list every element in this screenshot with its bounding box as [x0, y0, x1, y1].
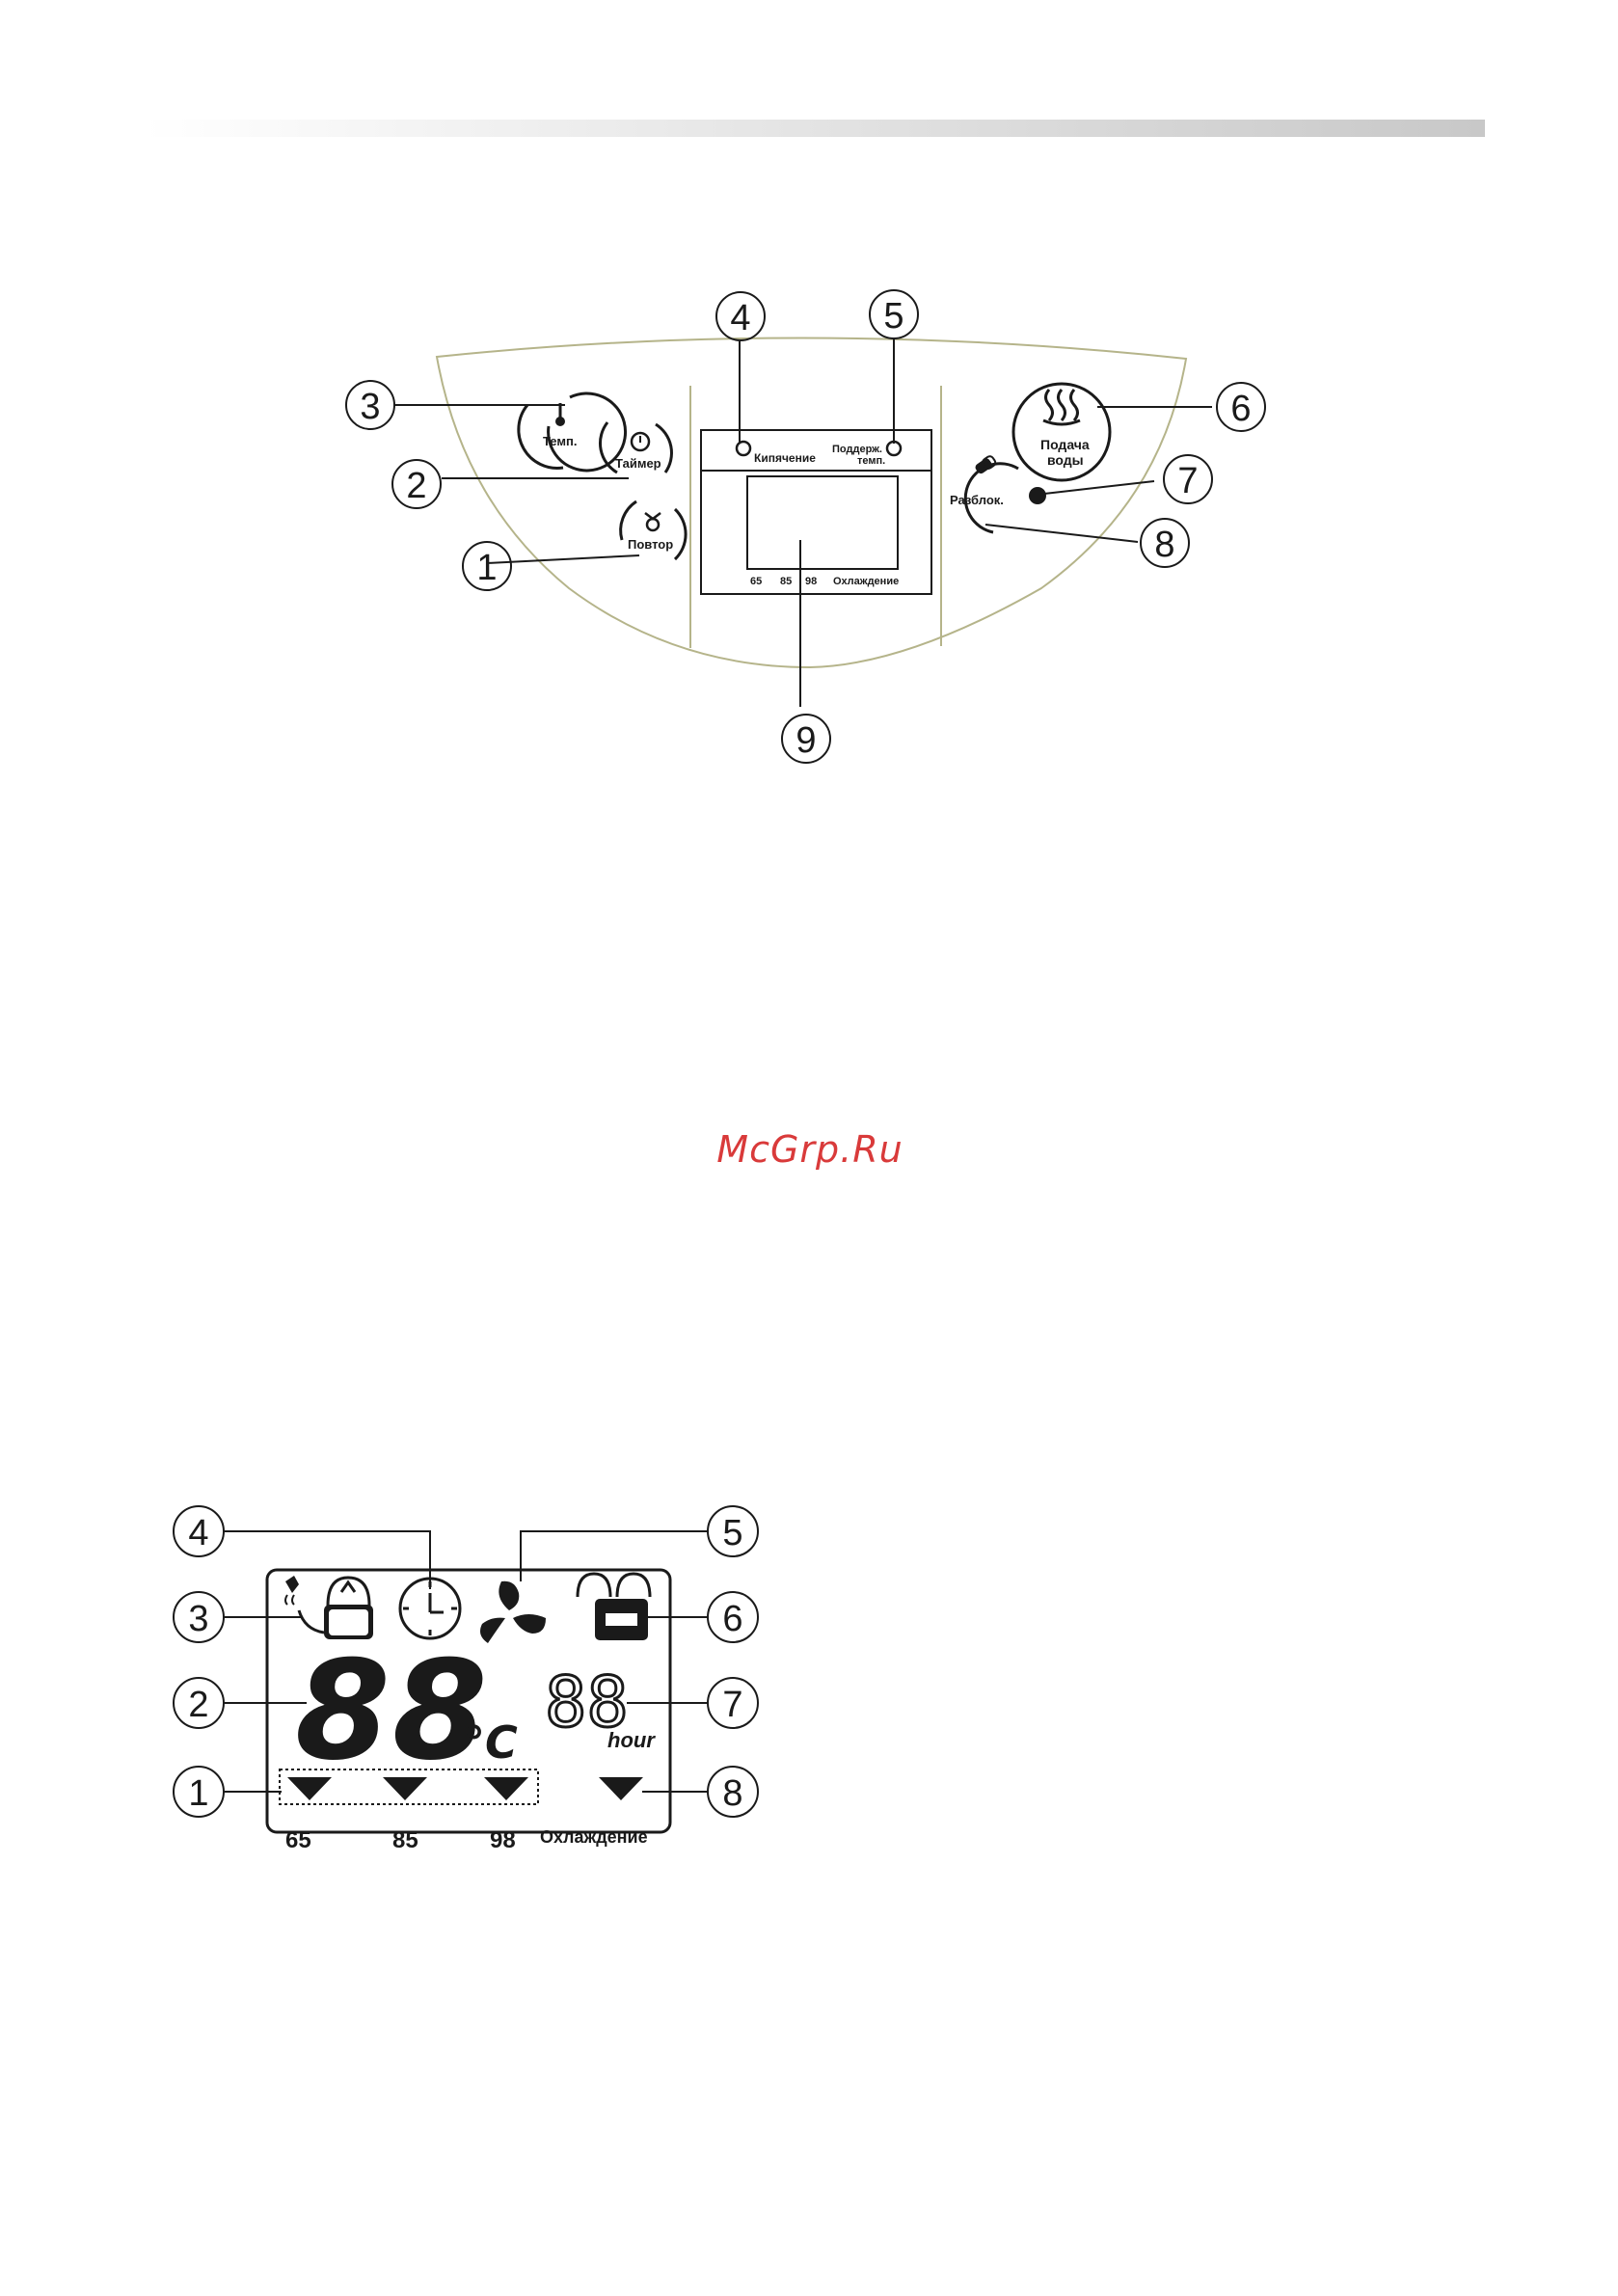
boil-indicator-icon [737, 442, 750, 455]
lcd-callout-3: 3 [188, 1599, 208, 1639]
keep-warm-indicator-icon [887, 442, 901, 455]
fan-icon [480, 1581, 546, 1643]
keep-warm-label-1: Поддерж. [832, 444, 882, 455]
temp-button-label: Темп. [543, 434, 577, 448]
panel-callout-4: 4 [730, 298, 750, 338]
lcd-temperature-digits: 88 [295, 1632, 490, 1791]
panel-callout-numbers: 1 2 3 4 5 6 7 8 9 [360, 296, 1251, 761]
control-panel: Кипячение Поддерж. темп. 65 85 98 Охлажд… [437, 338, 1186, 667]
keep-warm-label-2: темп. [857, 455, 885, 467]
panel-scale-cooling: Охлаждение [833, 576, 899, 587]
panel-lcd-window [747, 476, 898, 569]
lcd-callout-1: 1 [188, 1773, 208, 1814]
unlock-button-label: Разблок. [950, 493, 1004, 507]
water-dispense-label-2: воды [1047, 452, 1084, 468]
lcd-hour-unit: hour [607, 1728, 656, 1752]
marker-cooling-icon [599, 1777, 643, 1800]
timer-icon [632, 433, 649, 450]
panel-callout-7: 7 [1177, 461, 1198, 501]
lcd-callout-8: 8 [722, 1773, 742, 1814]
lcd-callout-2: 2 [188, 1685, 208, 1725]
lcd-temperature-unit: °C [463, 1716, 518, 1769]
panel-callout-5: 5 [883, 296, 903, 337]
panel-outline [437, 338, 1186, 667]
repeat-icon [645, 513, 661, 530]
kettle-icon [285, 1576, 373, 1639]
lcd-scale-98: 98 [490, 1827, 516, 1853]
steam-icon [1043, 390, 1080, 424]
lcd-scale-cooling: Охлаждение [540, 1827, 648, 1847]
timer-button-label: Таймер [615, 456, 661, 471]
panel-scale-85: 85 [780, 576, 792, 587]
boil-label: Кипячение [754, 451, 816, 465]
unlock-indicator-icon [1029, 487, 1046, 504]
thermometer-icon [555, 403, 565, 426]
water-dispense-button[interactable]: Подача воды [1013, 384, 1110, 480]
repeat-button-label: Повтор [628, 537, 673, 552]
panel-callout-2: 2 [406, 466, 426, 506]
watermark-text: McGrp.Ru [716, 1128, 903, 1171]
lcd-callout-4: 4 [188, 1513, 208, 1553]
panel-callouts [346, 290, 1265, 763]
lcd-scale-65: 65 [285, 1827, 311, 1853]
panel-scale-65: 65 [750, 576, 762, 587]
timer-button[interactable]: Таймер [600, 422, 671, 473]
panel-callout-3: 3 [360, 387, 380, 427]
lcd-callout-6: 6 [722, 1599, 742, 1639]
panel-callout-6: 6 [1230, 389, 1251, 429]
panel-callout-9: 9 [796, 720, 816, 761]
marker-98-icon [484, 1777, 528, 1800]
unlock-button[interactable]: Разблок. [950, 455, 1018, 532]
repeat-button[interactable]: Повтор [621, 501, 686, 559]
panel-callout-8: 8 [1154, 525, 1174, 565]
panel-callout-1: 1 [476, 548, 497, 588]
lcd-scale-85: 85 [392, 1827, 418, 1853]
lcd-callout-5: 5 [722, 1513, 742, 1553]
lcd-display: 88 °C 88 hour [267, 1570, 670, 1832]
panel-scale-98: 98 [805, 576, 817, 587]
lock-icon [578, 1574, 650, 1640]
lcd-callout-7: 7 [722, 1685, 742, 1725]
water-dispense-label-1: Подача [1040, 437, 1090, 452]
